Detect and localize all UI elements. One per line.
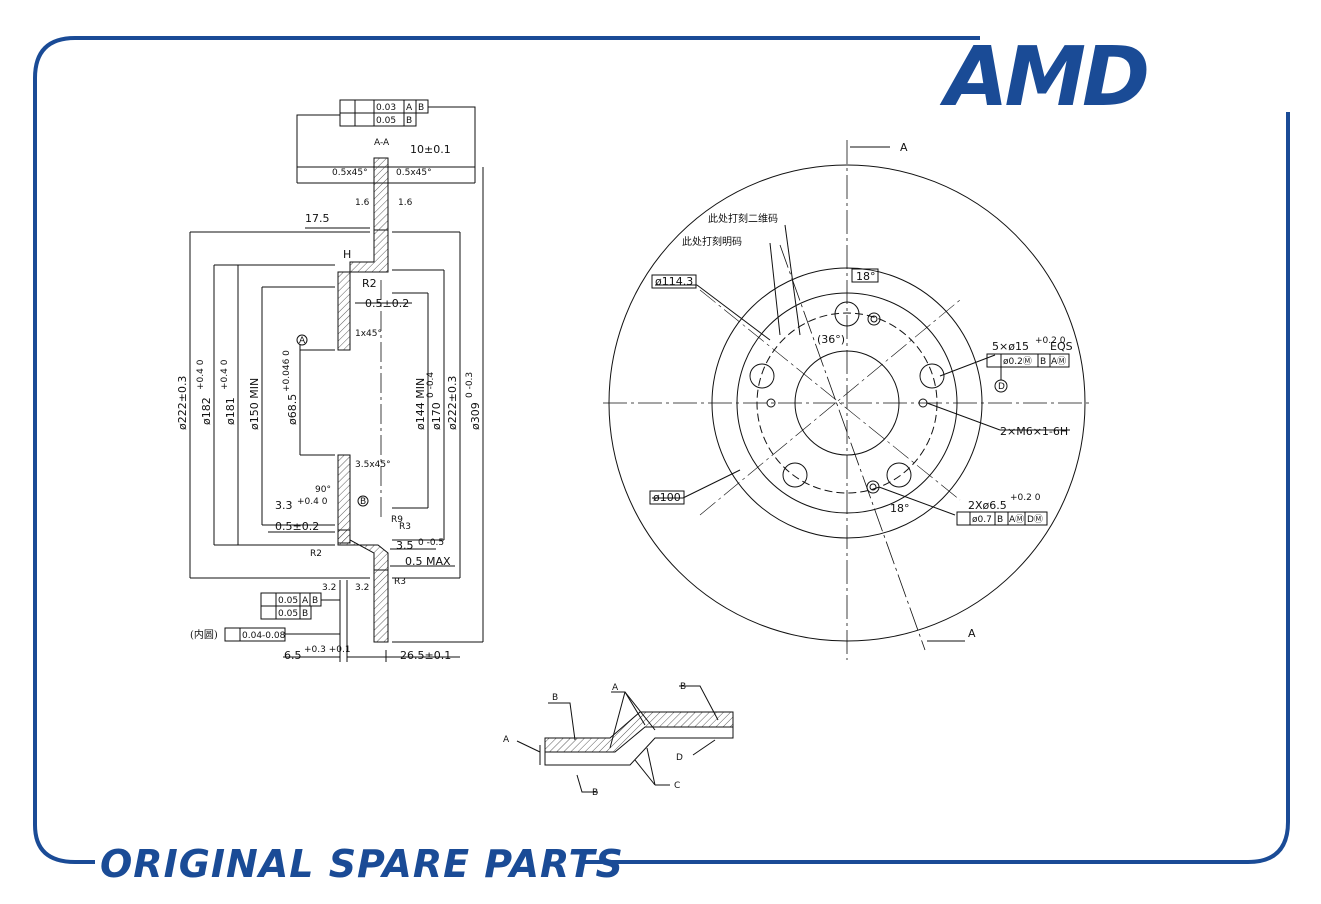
dimension-label: ø181: [224, 397, 237, 425]
dimension-label: A: [900, 141, 908, 154]
dimension-label: (36°): [817, 333, 845, 346]
dimension-label: ø0.2Ⓜ: [1003, 356, 1032, 367]
dimension-label: 3.2: [322, 583, 336, 593]
dimension-label: 0 -0.3: [465, 372, 475, 398]
dimension-label: ø100: [653, 491, 681, 504]
dimension-label: 2×M6×1-6H: [1000, 425, 1068, 438]
dimension-label: 0.05: [278, 596, 298, 606]
dimension-label: ø68.5: [286, 394, 299, 425]
dimension-label: R3: [399, 522, 411, 532]
dimension-label: +0.046 0: [282, 350, 292, 392]
dimension-label: A: [299, 336, 306, 346]
dimension-label: B: [302, 609, 308, 619]
dimension-label: B: [418, 103, 424, 113]
dimension-label: DⓂ: [1027, 514, 1043, 525]
dimension-label: A: [968, 627, 976, 640]
dimension-label: 3.5: [396, 539, 414, 552]
dimension-label: 18°: [890, 502, 910, 515]
section-view-labels: 0.03 A B 0.05 B A-A 10±0.1 0.5x45° 0.5x4…: [176, 103, 482, 662]
dimension-label: 1x45°: [355, 329, 382, 339]
dimension-label: R2: [310, 549, 322, 559]
dimension-label: R2: [362, 277, 377, 290]
dimension-label: 0.05: [376, 116, 396, 126]
dimension-label: A: [406, 103, 413, 113]
dimension-label: A: [612, 683, 619, 693]
dimension-label: ø114.3: [655, 275, 693, 288]
dimension-label: +0.2 0: [1010, 493, 1041, 503]
dimension-label: 此处打刻明码: [682, 235, 742, 248]
dimension-label: 18°: [856, 270, 876, 283]
dimension-label: 0 -0.4: [426, 372, 436, 398]
dimension-label: 6.5: [284, 649, 302, 662]
dimension-label: 17.5: [305, 212, 330, 225]
amd-logo: AMD: [939, 30, 1151, 125]
dimension-label: 0.5x45°: [332, 168, 368, 178]
dimension-label: ø182: [200, 397, 213, 425]
dimension-label: 0.05: [278, 609, 298, 619]
logo-text: AMD: [939, 30, 1147, 125]
section-view: [189, 99, 484, 662]
dimension-label: B: [360, 497, 366, 507]
dimension-label: B: [592, 788, 598, 798]
front-view: [603, 140, 1090, 660]
dimension-label: A: [302, 596, 309, 606]
dimension-label: B: [552, 693, 558, 703]
dimension-label: 0.5±0.2: [275, 520, 319, 533]
front-view-labels: A A 此处打刻二维码 此处打刻明码 ø114.3 18° (36°) 5×ø1…: [653, 141, 1073, 640]
dimension-label: ø0.7: [972, 515, 992, 525]
dimension-label: B: [997, 515, 1003, 525]
dimension-label: B: [312, 596, 318, 606]
dimension-label: ø309: [469, 402, 482, 430]
dimension-label: R9: [391, 515, 403, 525]
dimension-label: ø144 MIN: [414, 378, 427, 430]
dimension-label: 26.5±0.1: [400, 649, 451, 662]
footer-title: ORIGINAL SPARE PARTS: [100, 842, 624, 886]
dimension-label: +0.4 0: [196, 359, 206, 390]
dimension-label: 0.04-0.08: [242, 631, 286, 641]
dimension-label: ø150 MIN: [248, 378, 261, 430]
dimension-label: 0.5x45°: [396, 168, 432, 178]
detail-view-labels: A B A B B D C: [503, 682, 686, 798]
dimension-label: 0.5 MAX: [405, 555, 451, 568]
dimension-label: H: [343, 248, 351, 261]
dimension-label: ø170: [430, 402, 443, 430]
dimension-label: D: [676, 753, 683, 763]
dimension-label: 0.5±0.2: [365, 297, 409, 310]
dimension-label: B: [406, 116, 412, 126]
dimension-label: B: [1040, 357, 1046, 367]
dimension-label: +0.4 0: [220, 359, 230, 390]
dimension-label: A: [503, 735, 510, 745]
dimension-label: 1.6: [355, 198, 370, 208]
dimension-label: 3.3: [275, 499, 293, 512]
dimension-label: 3.2: [355, 583, 369, 593]
dimension-label: 5×ø15: [992, 340, 1029, 353]
dimension-label: AⓂ: [1009, 514, 1024, 525]
dimension-label: ø222±0.3: [446, 376, 459, 430]
dimension-label: +0.3 +0.1: [304, 645, 351, 655]
dimension-label: ø222±0.3: [176, 376, 189, 430]
dimension-label: 此处打刻二维码: [708, 212, 778, 225]
dimension-label: EQS: [1050, 340, 1073, 353]
dimension-label: R3: [394, 577, 406, 587]
dimension-label: AⓂ: [1051, 356, 1066, 367]
dimension-label: 1.6: [398, 198, 413, 208]
dimension-label: +0.2 0: [1035, 336, 1066, 346]
dimension-label: 0.03: [376, 103, 396, 113]
dimension-label: 90°: [315, 485, 331, 495]
section-title: A-A: [374, 138, 390, 148]
dimension-label: (内圆): [190, 628, 218, 641]
dimension-label: D: [998, 382, 1005, 392]
dimension-label: 10±0.1: [410, 143, 451, 156]
sheet-frame: [33, 36, 1290, 864]
dimension-label: 0 -0.5: [418, 538, 444, 548]
dimension-label: B: [680, 682, 686, 692]
dimension-label: 2Xø6.5: [968, 499, 1007, 512]
dimension-label: C: [674, 781, 680, 791]
detail-view: [516, 685, 734, 793]
dimension-label: 3.5x45°: [355, 460, 391, 470]
dimension-label: +0.4 0: [297, 497, 328, 507]
